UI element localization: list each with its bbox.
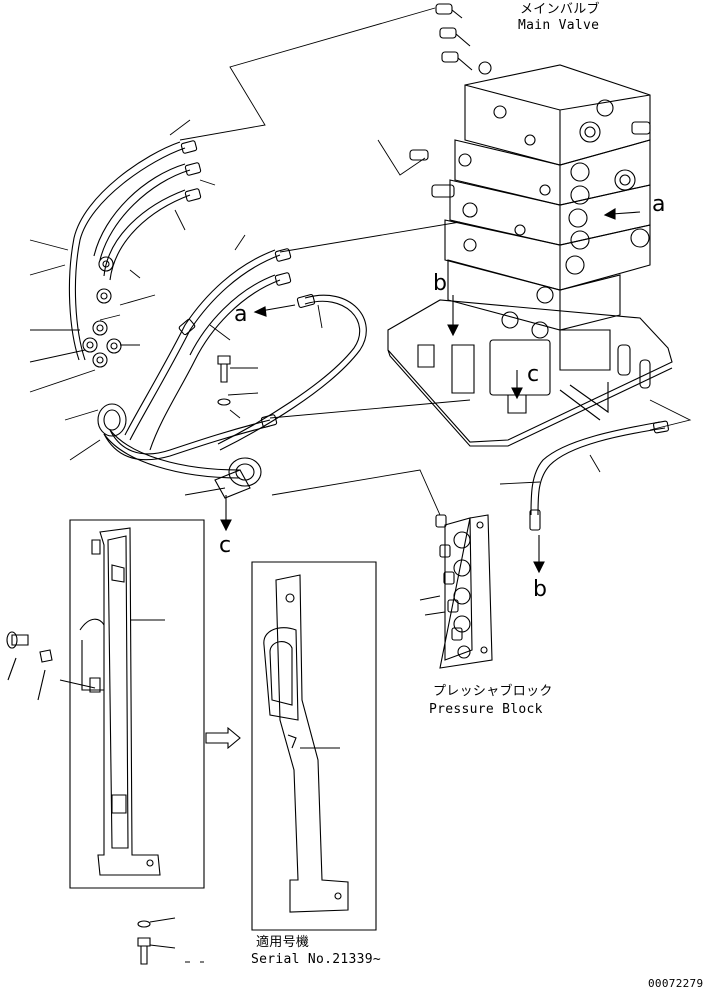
hose-5 [150, 280, 280, 450]
bracket-box-new [252, 562, 376, 930]
drawing-number: 00072279 [648, 977, 704, 990]
main-valve-assembly [388, 4, 672, 446]
hose-1 [75, 148, 185, 360]
ref-a-hose: a [234, 302, 248, 327]
pressure-block-label-jp: プレッシャブロック [433, 684, 553, 699]
return-pipe [530, 421, 669, 530]
pressure-block-label-en: Pressure Block [429, 702, 543, 717]
ref-c-bracket: c [219, 533, 232, 558]
ref-b-valve: b [433, 271, 447, 296]
bolt-washer-center [218, 356, 230, 405]
main-valve-label-en: Main Valve [518, 18, 600, 33]
valve-base-plate [388, 300, 672, 442]
loose-hardware [7, 620, 340, 964]
serial-label-en: Serial No.21339~ [251, 952, 382, 967]
hose-8 [110, 430, 240, 470]
hose-4 [130, 255, 280, 440]
main-valve-label-jp: メインバルブ [520, 2, 600, 17]
hose-fittings [83, 140, 315, 498]
valve-body-section-2 [455, 140, 650, 205]
hose-2 [100, 170, 190, 260]
leader-lines [30, 8, 690, 515]
ref-a-valve: a [652, 192, 666, 217]
serial-label-jp: 適用号機 [256, 935, 310, 950]
ref-b-pipe: b [533, 577, 547, 602]
hose-bundle [69, 142, 366, 478]
valve-body-top [465, 65, 650, 165]
bracket-box-old [70, 520, 204, 888]
valve-body-section-4 [445, 220, 650, 290]
direction-arrows [221, 209, 640, 572]
ref-c-valve: c [527, 362, 540, 387]
valve-body-section-5 [448, 260, 620, 330]
hose-7 [110, 420, 270, 454]
pressure-block [420, 515, 492, 668]
change-arrow [206, 728, 240, 748]
